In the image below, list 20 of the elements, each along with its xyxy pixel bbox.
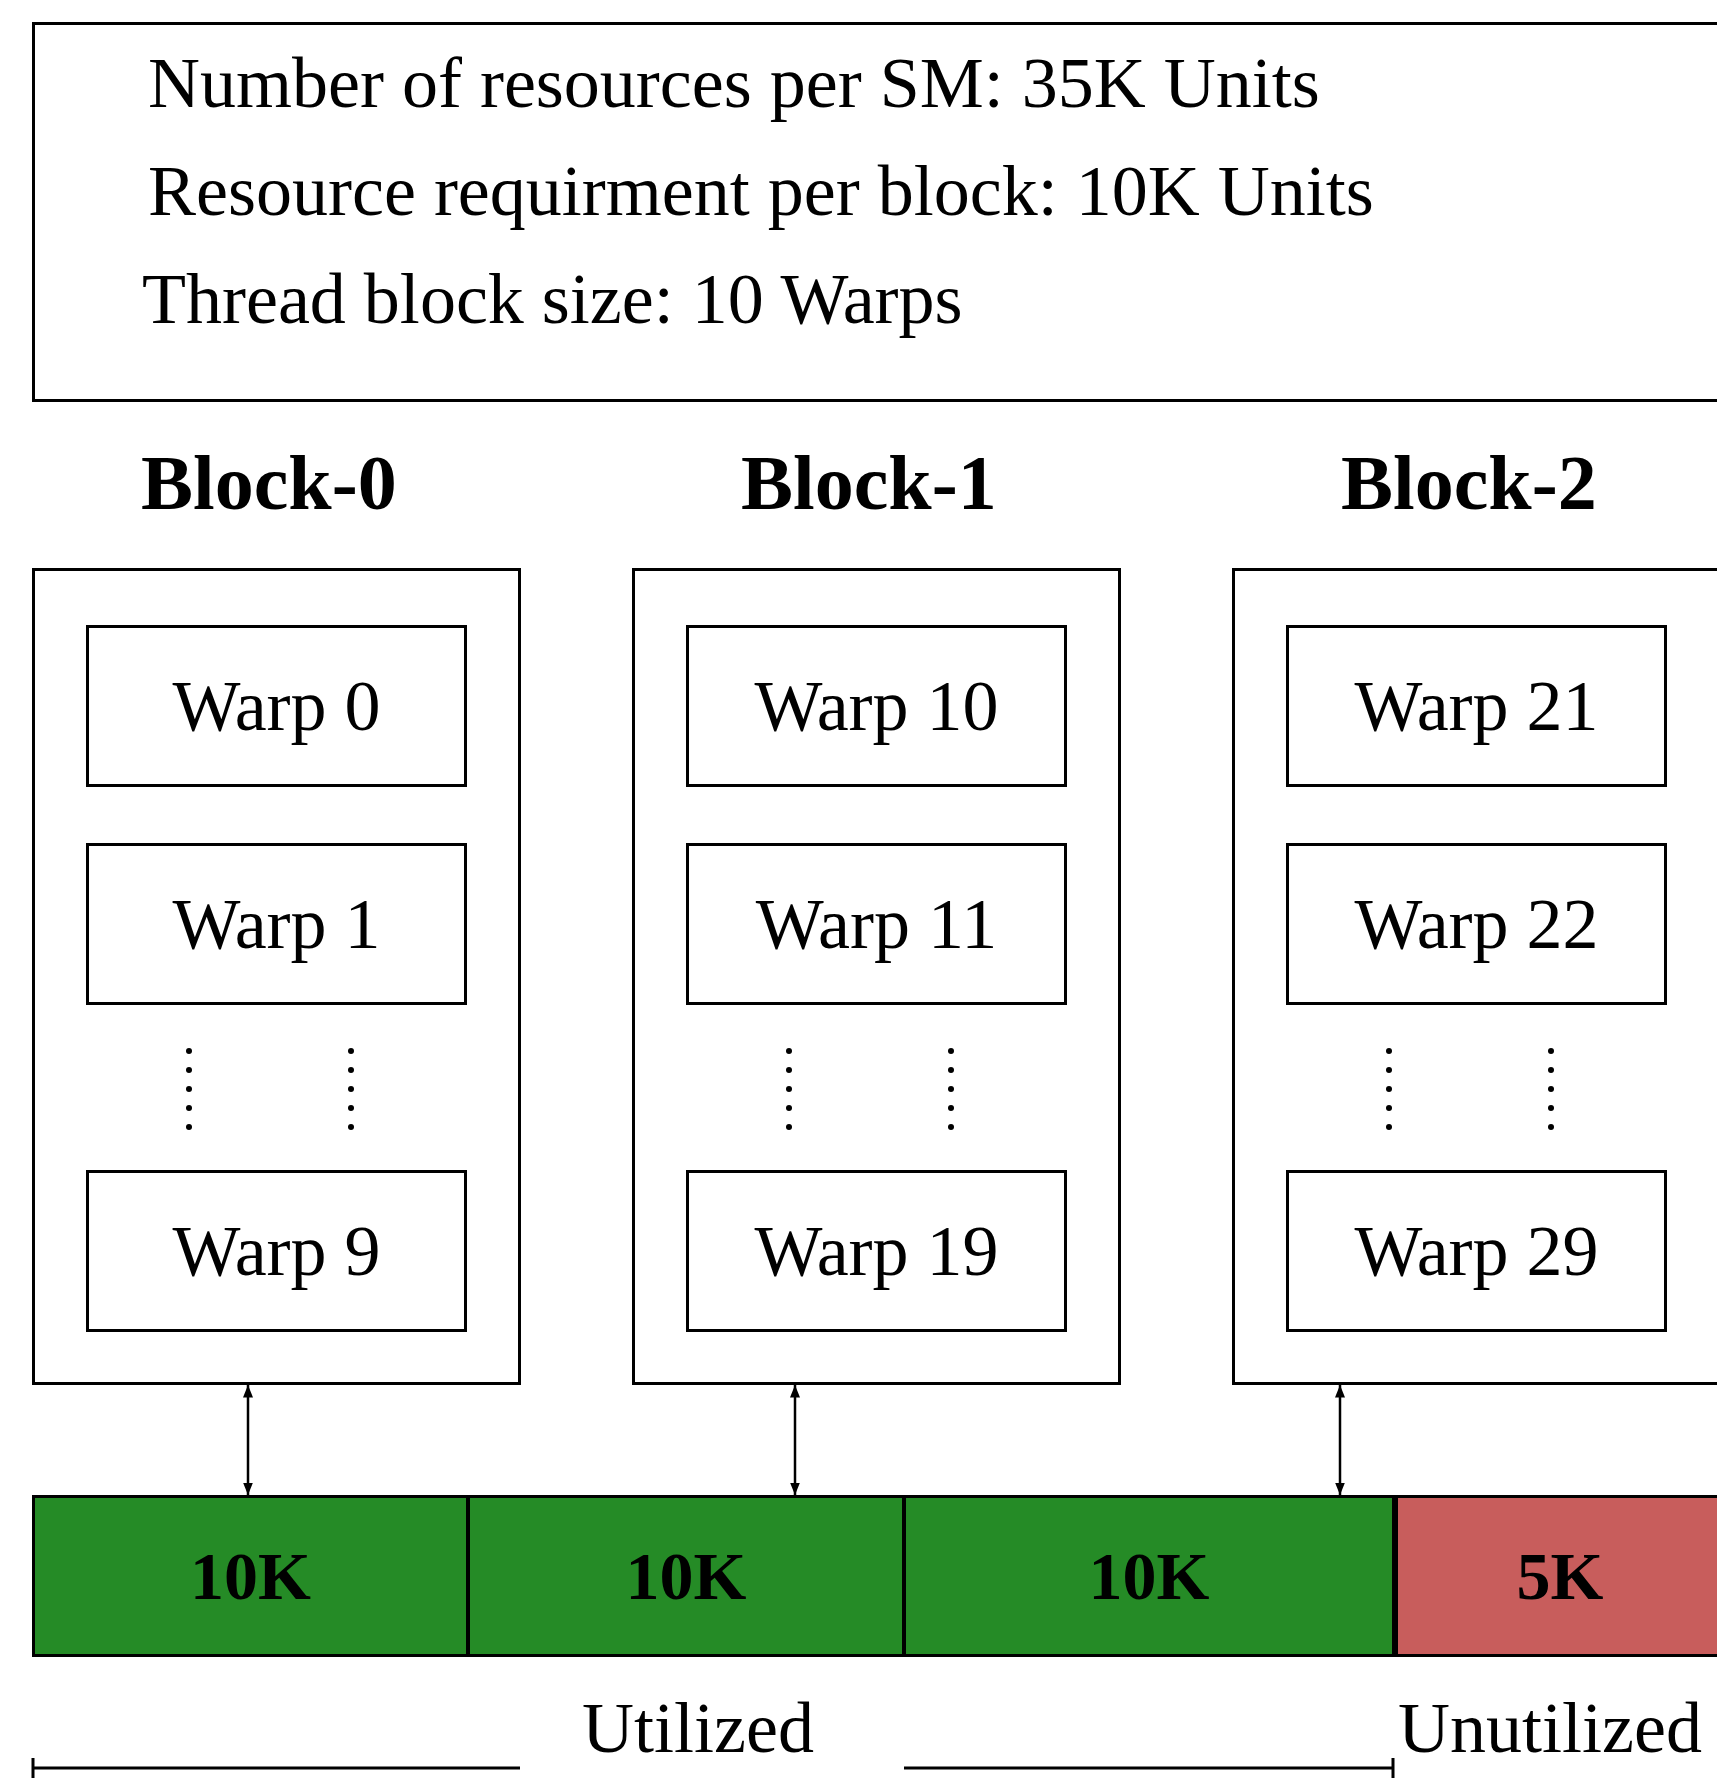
resource-bar-segment: 10K [467, 1495, 905, 1657]
warp-box: Warp 19 [686, 1170, 1067, 1332]
block-heading: Block-1 [741, 444, 997, 522]
warp-box: Warp 9 [86, 1170, 467, 1332]
arrow [790, 1385, 800, 1495]
warp-box: Warp 10 [686, 625, 1067, 787]
info-box [32, 22, 1717, 402]
warp-box: Warp 29 [1286, 1170, 1667, 1332]
warp-box: Warp 22 [1286, 843, 1667, 1005]
warp-box: Warp 0 [86, 625, 467, 787]
block-heading: Block-0 [141, 444, 397, 522]
arrow [1335, 1385, 1345, 1495]
resource-bar-segment: 10K [32, 1495, 469, 1657]
arrow [243, 1385, 253, 1495]
resource-bar-segment: 10K [903, 1495, 1395, 1657]
warp-box: Warp 21 [1286, 625, 1667, 787]
warp-box: Warp 11 [686, 843, 1067, 1005]
warp-box: Warp 1 [86, 843, 467, 1005]
resource-bar-segment: 5K [1395, 1495, 1717, 1657]
block-heading: Block-2 [1341, 444, 1597, 522]
